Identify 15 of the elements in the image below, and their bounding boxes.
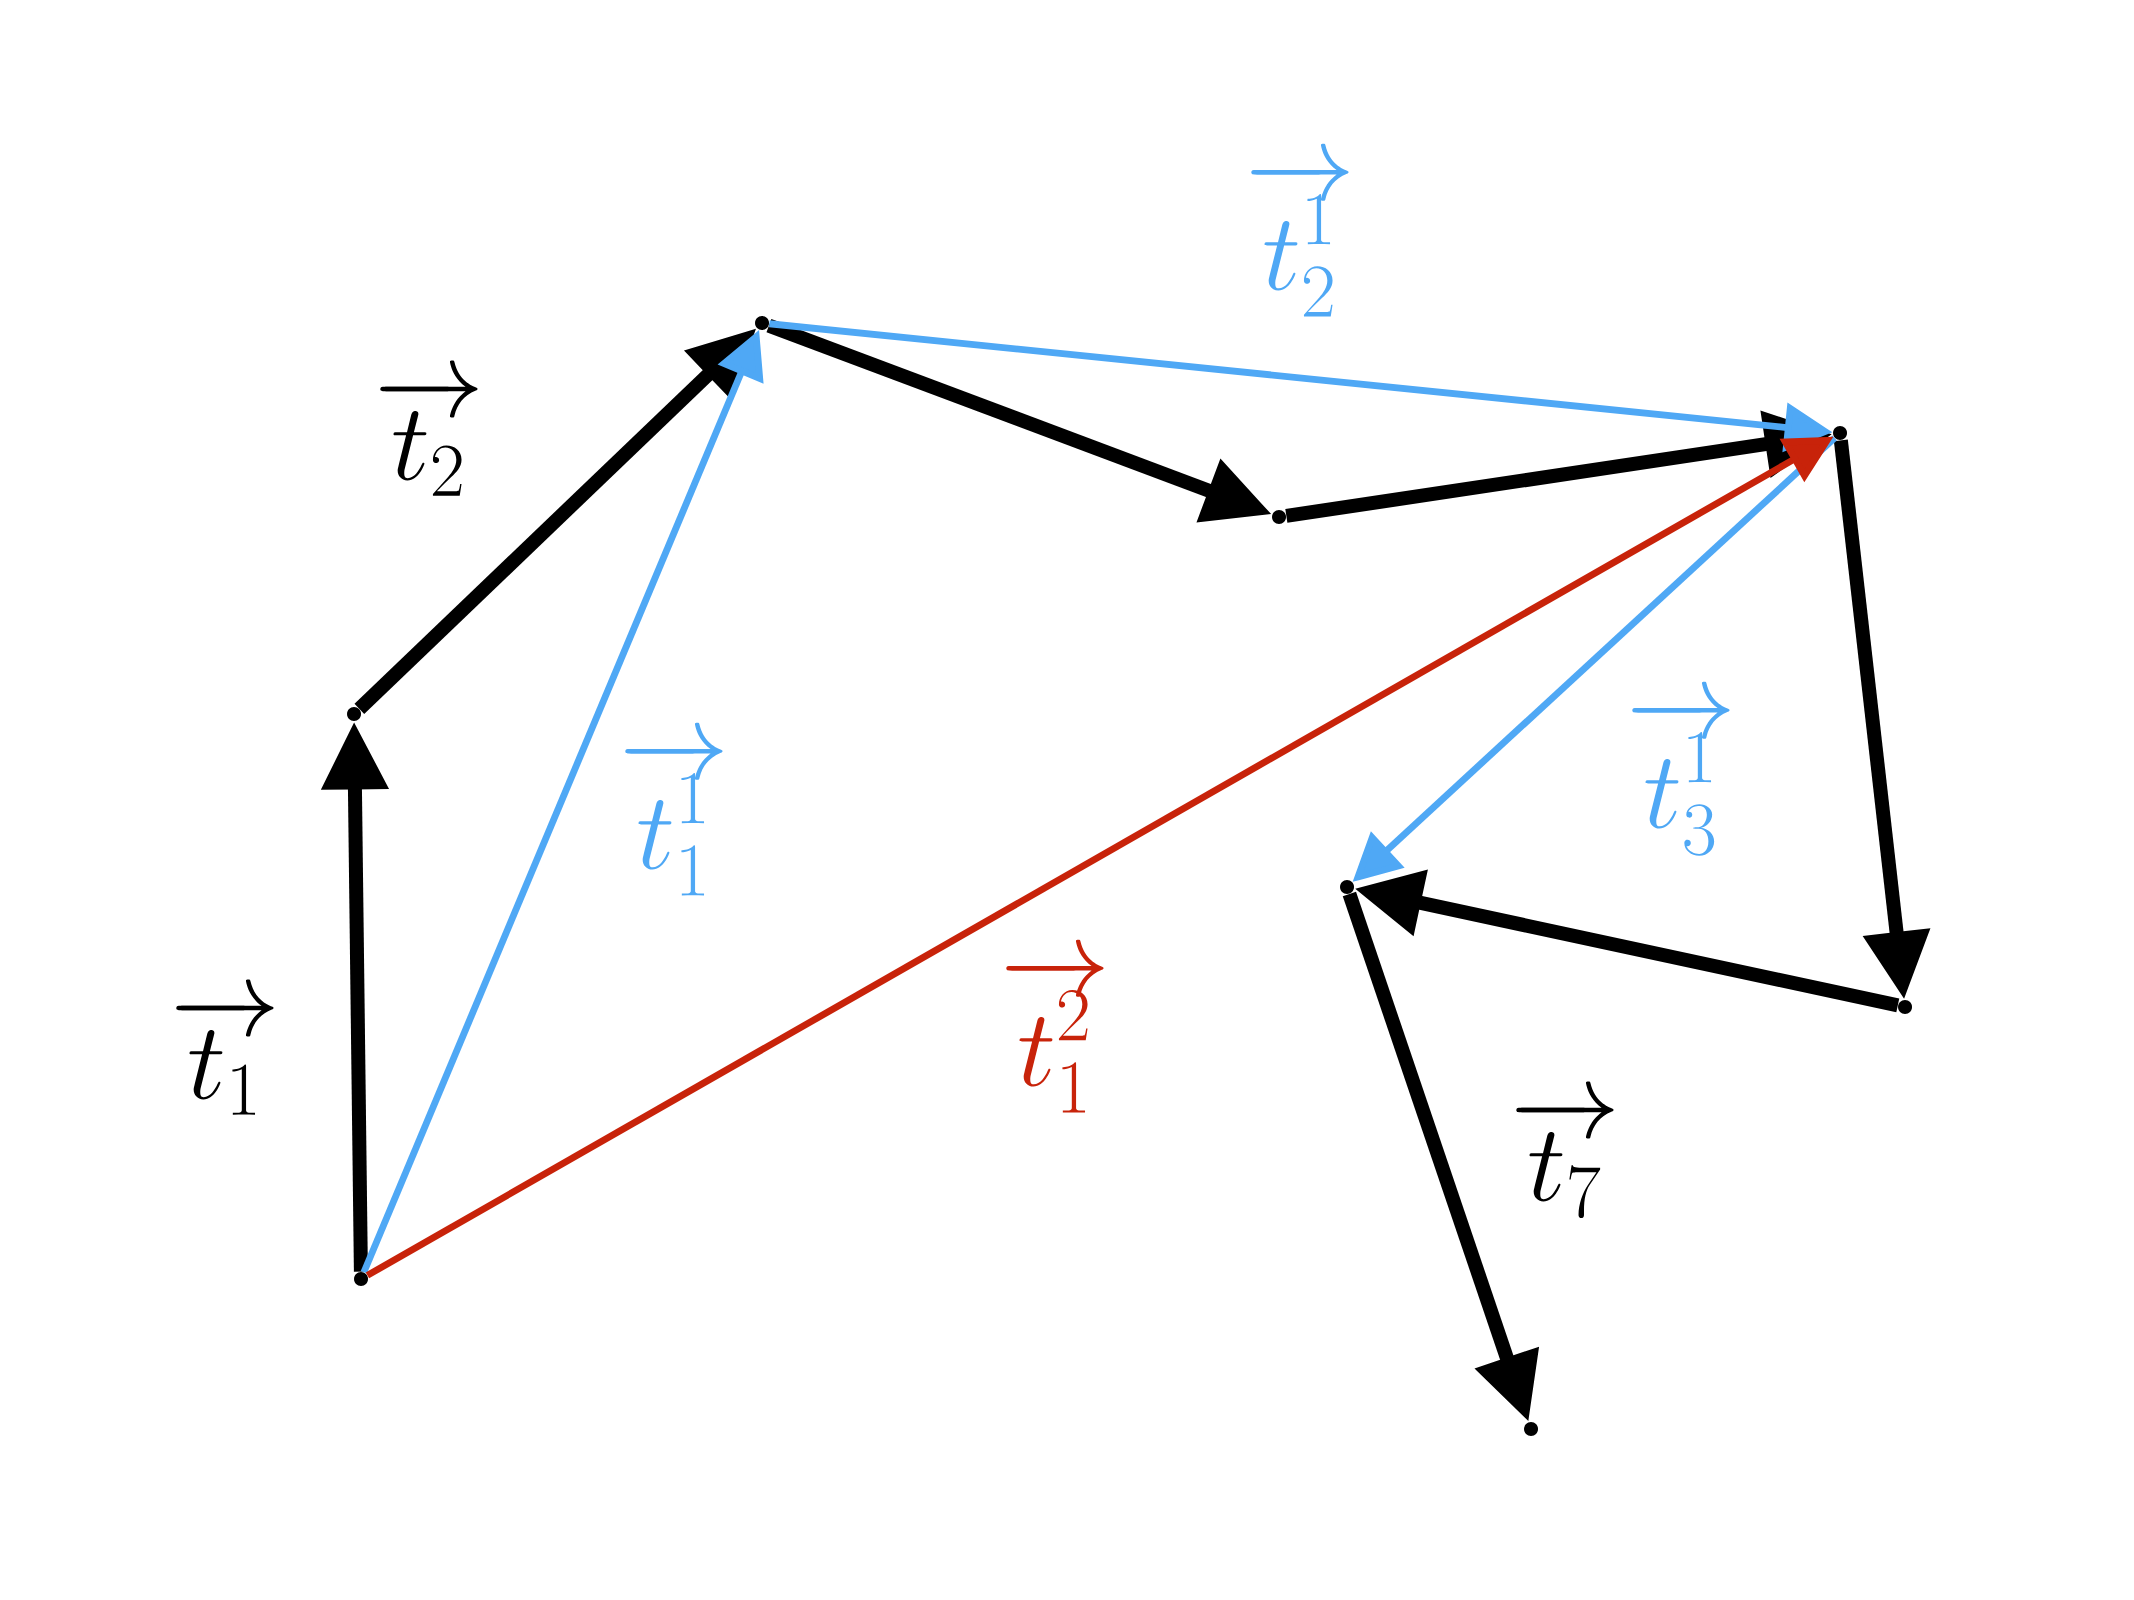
vector-label: $\overrightarrow{t_1^1}$ bbox=[625, 722, 723, 896]
vector-label: $\overrightarrow{t_1^2}$ bbox=[1006, 939, 1104, 1113]
vertex-dot bbox=[755, 316, 769, 330]
vertex-dot bbox=[1833, 426, 1848, 440]
vector-label: $\overrightarrow{t_2}$ bbox=[380, 360, 478, 496]
vertex-dot bbox=[1524, 1422, 1538, 1436]
vector-label: $\overrightarrow{t_3^1}$ bbox=[1632, 681, 1730, 856]
vector-label: $\overrightarrow{t_1}$ bbox=[176, 979, 274, 1115]
vertex-dot bbox=[354, 1272, 368, 1286]
vertex-dot bbox=[347, 707, 361, 721]
vertex-dot bbox=[1340, 880, 1354, 894]
vertex-dot bbox=[1898, 1000, 1913, 1014]
vertex-dot bbox=[1272, 510, 1286, 524]
vector-label: $\overrightarrow{t_2^1}$ bbox=[1251, 143, 1349, 317]
vector-label: $\overrightarrow{t_7}$ bbox=[1516, 1081, 1614, 1218]
